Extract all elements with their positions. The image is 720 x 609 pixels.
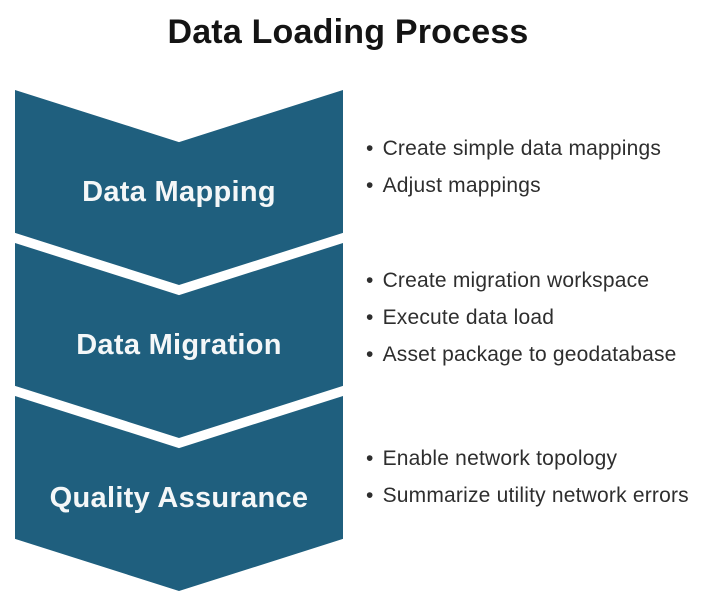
stage-label-data-mapping: Data Mapping [82,176,276,208]
bullet-item: • Execute data load [366,299,677,336]
diagram-title: Data Loading Process [167,13,529,51]
chevron-shape-data-mapping: Data Mapping [15,90,343,285]
bullet-text: Create migration workspace [382,269,650,292]
bullet-item: • Adjust mappings [366,167,661,204]
bullet-marker: • [366,137,374,160]
bullet-marker: • [366,306,374,329]
bullet-text: Summarize utility network errors [382,484,689,507]
bullet-text: Create simple data mappings [382,137,662,160]
bullet-text: Enable network topology [382,447,618,470]
bullet-marker: • [366,174,374,197]
bullet-marker: • [366,343,374,366]
bullet-item: • Summarize utility network errors [366,477,689,514]
bullet-list-quality-assurance: • Enable network topology • Summarize util… [366,440,689,514]
bullet-marker: • [366,447,374,470]
bullet-list-data-migration: • Create migration workspace • Execute dat… [366,262,677,373]
bullet-item: • Create simple data mappings [366,130,661,167]
bullet-item: • Create migration workspace [366,262,677,299]
bullet-text: Execute data load [382,306,555,329]
bullet-list-data-mapping: • Create simple data mappings • Adjust map… [366,130,661,204]
stage-label-data-migration: Data Migration [76,329,282,361]
bullet-marker: • [366,484,374,507]
bullet-text: Adjust mappings [382,174,541,197]
stage-label-quality-assurance: Quality Assurance [49,482,309,514]
bullet-text: Asset package to geodatabase [382,343,677,366]
bullet-item: • Enable network topology [366,440,689,477]
bullet-marker: • [366,269,374,292]
bullet-item: • Asset package to geodatabase [366,336,677,373]
